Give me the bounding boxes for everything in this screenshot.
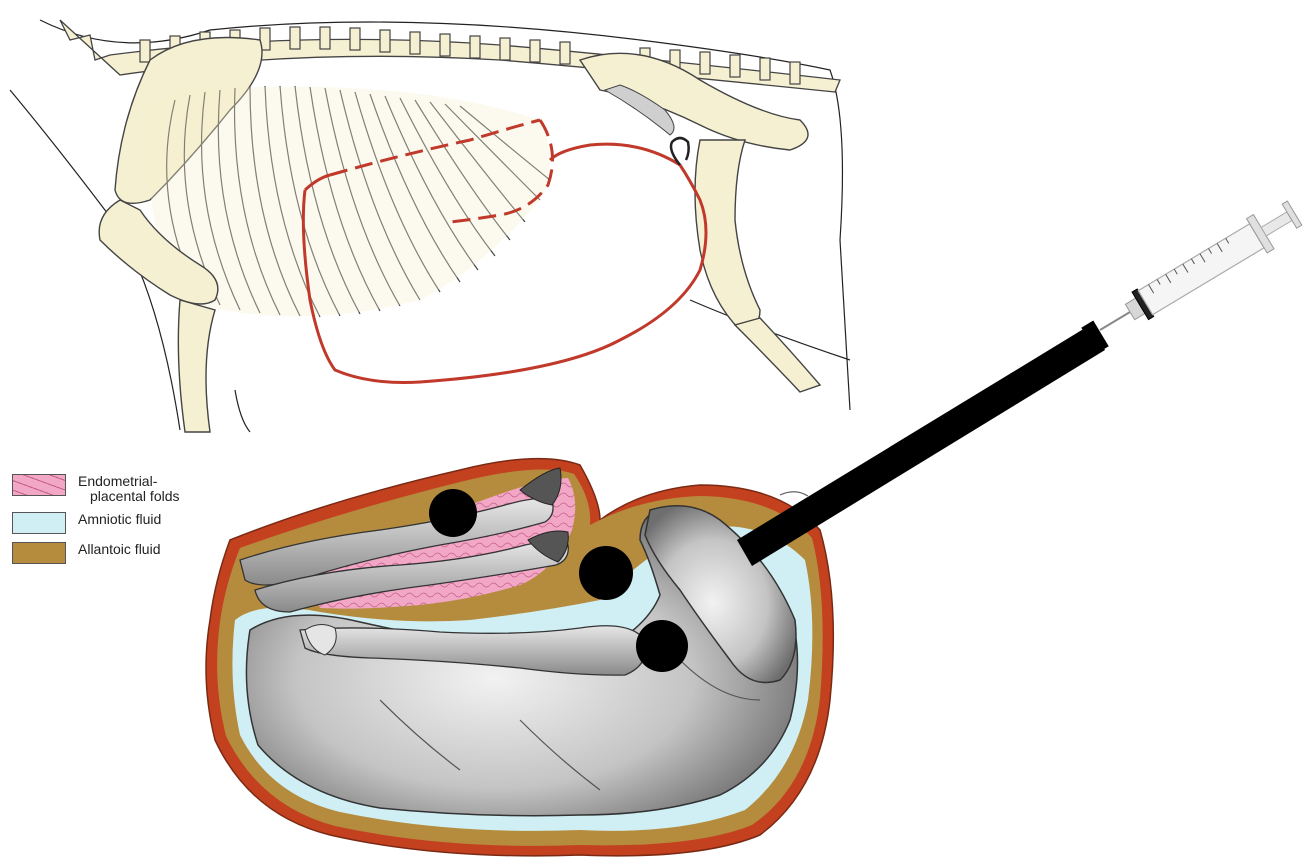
- legend-item-allantoic: Allantoic fluid: [12, 542, 180, 564]
- legend: Endometrial- placental folds Amniotic fl…: [12, 474, 180, 572]
- tibia: [735, 318, 820, 392]
- radius: [178, 300, 215, 432]
- legend-swatch-endometrial: [12, 474, 66, 496]
- probe-icon: [737, 312, 1130, 566]
- legend-label-allantoic: Allantoic fluid: [78, 542, 161, 557]
- legend-swatch-amniotic: [12, 512, 66, 534]
- marker-dot: [636, 620, 688, 672]
- skeleton-illustration: [10, 20, 850, 432]
- syringe-icon: [1120, 196, 1305, 329]
- foal-illustration: [206, 459, 833, 856]
- legend-label-endometrial: Endometrial- placental folds: [78, 474, 180, 504]
- legend-swatch-allantoic: [12, 542, 66, 564]
- marker-dot: [579, 546, 633, 600]
- legend-item-amniotic: Amniotic fluid: [12, 512, 180, 534]
- legend-label-amniotic: Amniotic fluid: [78, 512, 161, 527]
- legend-item-endometrial: Endometrial- placental folds: [12, 474, 180, 504]
- marker-dot: [429, 489, 477, 537]
